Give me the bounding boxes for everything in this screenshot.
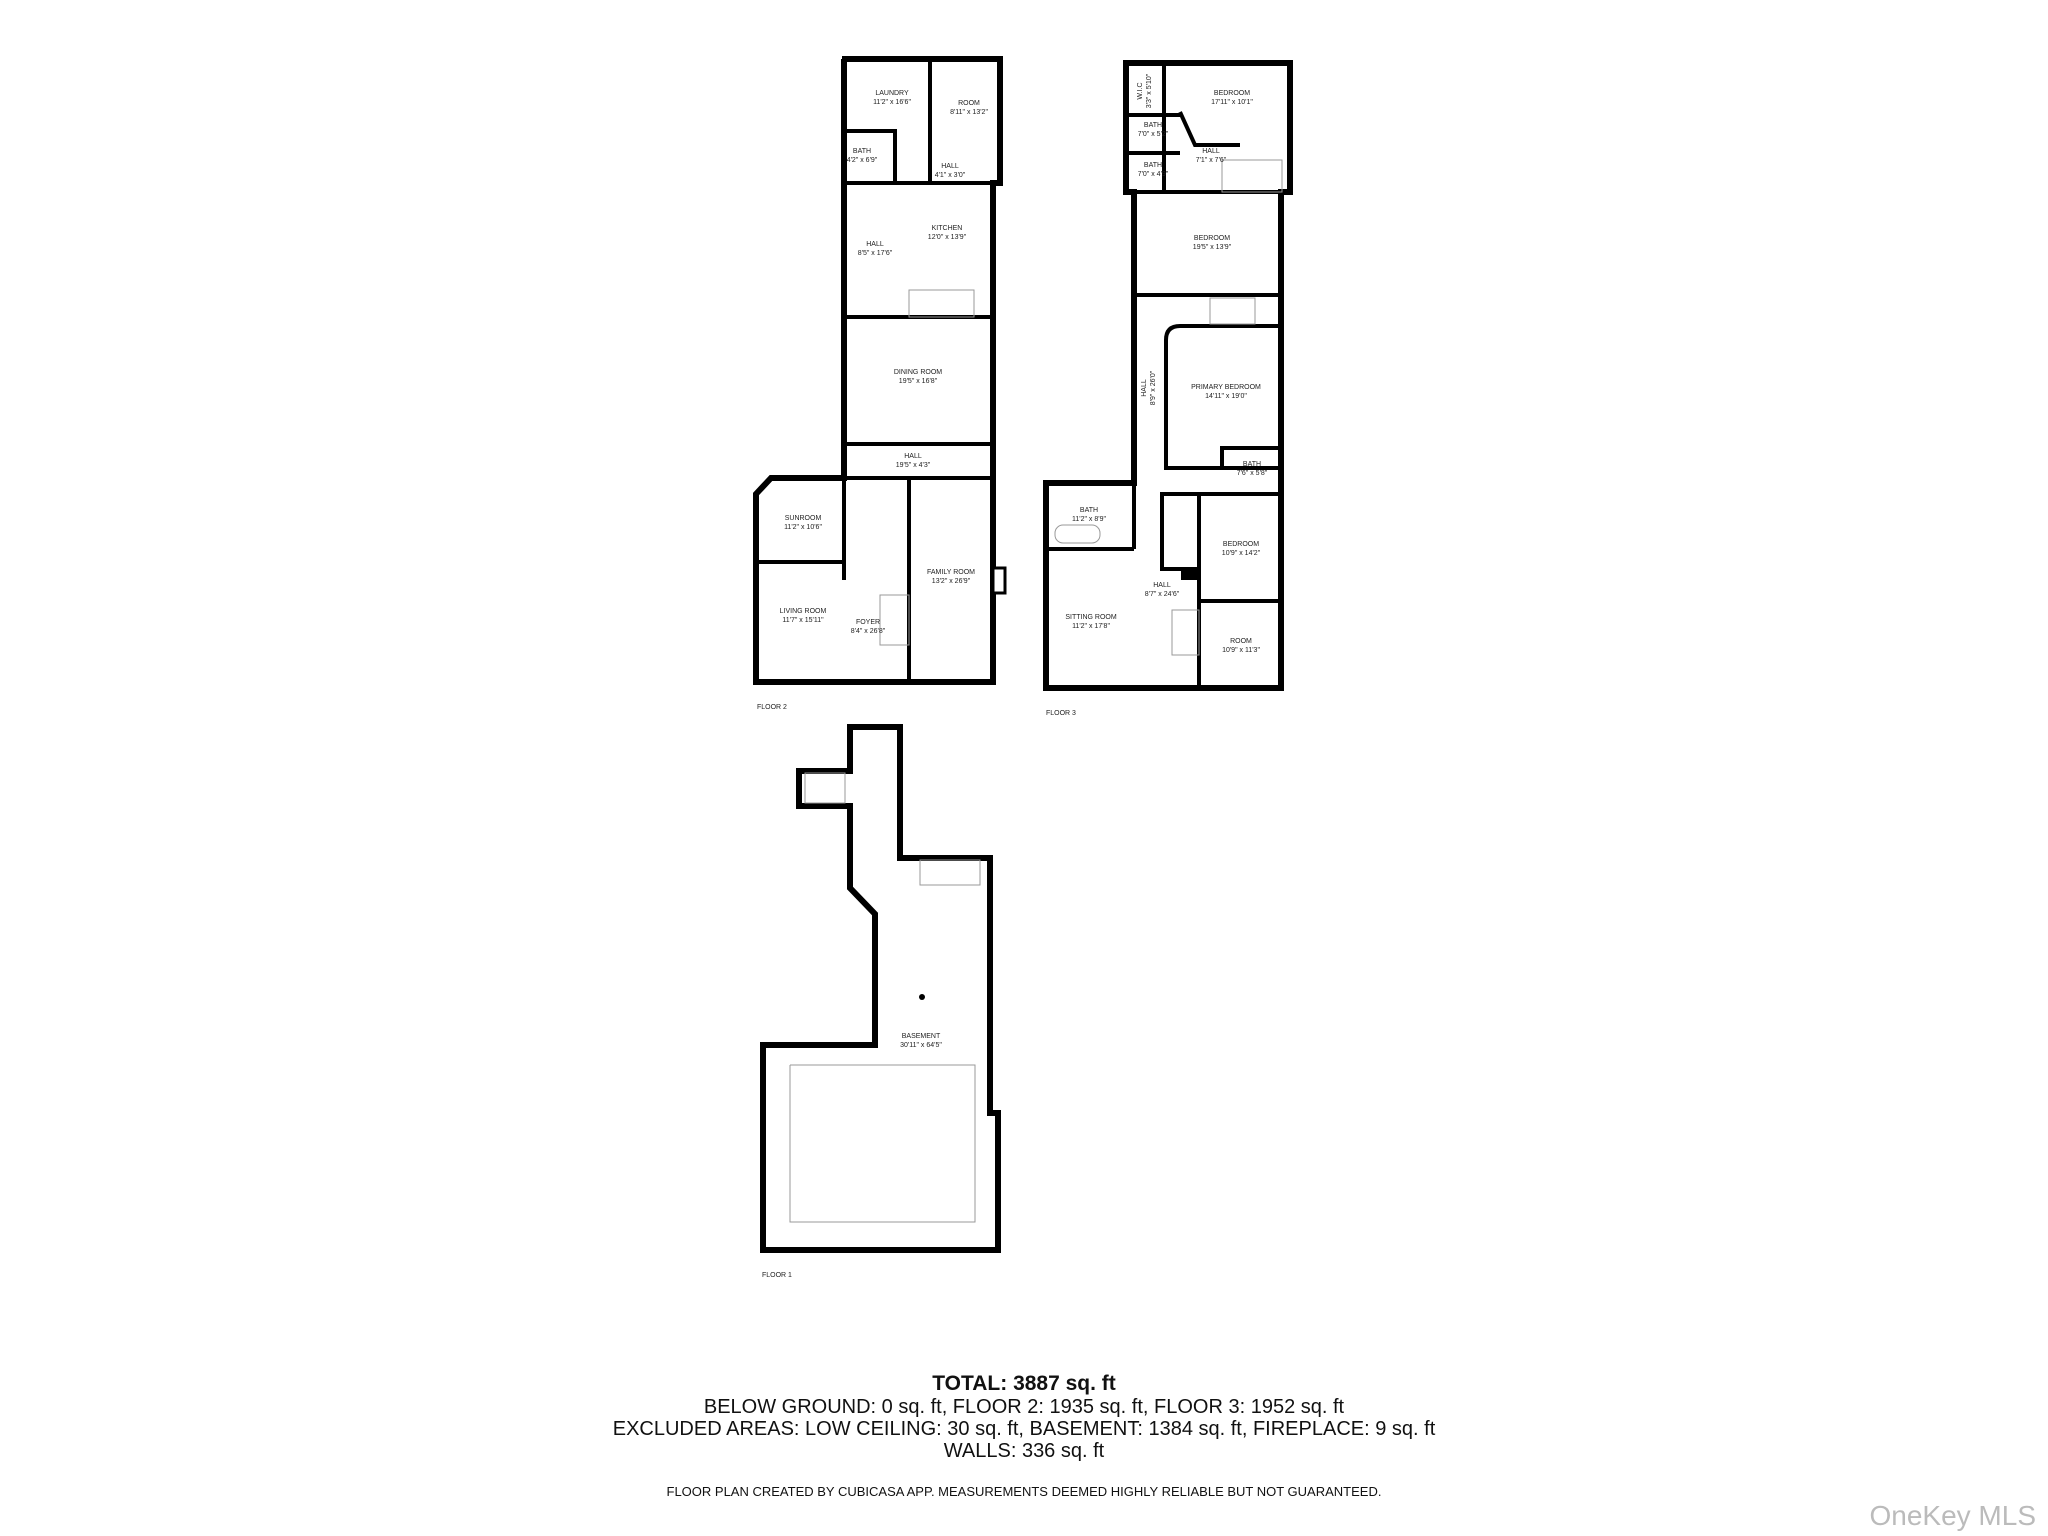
room-name-label: FOYER	[856, 619, 880, 626]
watermark-logo: OneKey MLS	[1869, 1500, 2036, 1531]
room-name-label: BEDROOM	[1223, 541, 1259, 548]
room-name-label: PRIMARY BEDROOM	[1191, 384, 1261, 391]
room-dimensions-label: 17'11" x 10'1"	[1211, 99, 1253, 106]
room-name-label: HALL	[1202, 148, 1220, 155]
stairs	[804, 772, 846, 804]
room-dimensions-label: 19'5" x 4'3"	[896, 462, 931, 469]
slab-outline	[789, 1064, 976, 1223]
room-dimensions-label: 19'5" x 13'9"	[1193, 244, 1232, 251]
room-dimensions-label: 8'5" x 17'6"	[858, 250, 893, 257]
room-dimensions-label: 11'7" x 15'11"	[782, 617, 824, 624]
room-name-label: DINING ROOM	[894, 369, 942, 376]
stairs	[1209, 297, 1256, 325]
bathtub	[1054, 524, 1101, 544]
room-dimensions-label: 30'11" x 64'5"	[900, 1042, 942, 1049]
stairs	[919, 859, 981, 886]
room-name-label: BASEMENT	[902, 1033, 941, 1040]
floor-areas: BELOW GROUND: 0 sq. ft, FLOOR 2: 1935 sq…	[703, 1396, 1345, 1418]
floor-3-outer-walls	[1043, 60, 1293, 691]
room-name-label: HALL	[1141, 379, 1148, 397]
stairs	[879, 594, 910, 646]
floor-3-label: FLOOR 3	[1046, 710, 1076, 717]
floor-1-outer-walls	[760, 724, 1001, 1253]
room-dimensions-label: 19'5" x 16'8"	[899, 378, 938, 385]
disclaimer: FLOOR PLAN CREATED BY CUBICASA APP. MEAS…	[666, 1484, 1382, 1499]
wall	[1178, 111, 1240, 147]
room-name-label: KITCHEN	[932, 225, 963, 232]
room-dimensions-label: 11'2" x 8'9"	[1072, 516, 1106, 523]
room-name-label: BEDROOM	[1214, 90, 1250, 97]
closet	[1160, 492, 1201, 571]
room-name-label: BATH	[1144, 162, 1162, 169]
room-dimensions-label: 10'9" x 11'3"	[1222, 647, 1260, 654]
wall	[1220, 446, 1281, 468]
room-dimensions-label: 8'11" x 13'2"	[950, 109, 988, 116]
room-dimensions-label: 11'2" x 16'6"	[873, 99, 911, 106]
room-dimensions-label: 8'9" x 26'0"	[1150, 370, 1157, 405]
room-name-label: ROOM	[958, 100, 980, 107]
stairs	[1171, 609, 1200, 656]
room-name-label: BATH	[1243, 461, 1261, 468]
room-name-label: LAUNDRY	[875, 90, 909, 97]
chimney	[1181, 570, 1197, 580]
room-name-label: HALL	[866, 241, 884, 248]
total-area: TOTAL: 3887 sq. ft	[932, 1372, 1116, 1395]
room-name-label: ROOM	[1230, 638, 1252, 645]
excluded-areas: EXCLUDED AREAS: LOW CEILING: 30 sq. ft, …	[612, 1418, 1436, 1440]
fireplace	[991, 566, 1007, 595]
room-dimensions-label: 7'1" x 7'6"	[1196, 157, 1227, 164]
floor-1-plan: BASEMENT 30'11" x 64'5" FLOOR 1	[760, 724, 1001, 1279]
room-dimensions-label: 7'0" x 4'9"	[1138, 171, 1169, 178]
room-name-label: BEDROOM	[1194, 235, 1230, 242]
room-name-label: FAMILY ROOM	[927, 569, 975, 576]
room-dimensions-label: 7'6" x 5'8"	[1237, 470, 1268, 477]
room-dimensions-label: 11'2" x 17'8"	[1072, 623, 1110, 630]
room-name-label: BATH	[1144, 122, 1162, 129]
room-name-label: SUNROOM	[785, 515, 822, 522]
room-dimensions-label: 14'11" x 19'0"	[1205, 393, 1247, 400]
room-dimensions-label: 8'7" x 24'6"	[1145, 591, 1180, 598]
room-name-label: SITTING ROOM	[1065, 614, 1117, 621]
room-dimensions-label: 8'4" x 26'8"	[851, 628, 886, 635]
room-name-label: HALL	[1153, 582, 1171, 589]
room-dimensions-label: 4'1" x 3'0"	[935, 172, 966, 179]
room-name-label: HALL	[904, 453, 922, 460]
wall	[844, 129, 897, 183]
support-post	[919, 994, 925, 1000]
floor-2-outer-walls	[753, 56, 1003, 685]
room-name-label: LIVING ROOM	[780, 608, 827, 615]
wall	[1164, 324, 1281, 470]
room-name-label: BATH	[1080, 507, 1098, 514]
room-dimensions-label: 11'2" x 10'6"	[784, 524, 822, 531]
room-dimensions-label: 12'0" x 13'9"	[928, 234, 967, 241]
floor-2-plan: LAUNDRY 11'2" x 16'6" ROOM 8'11" x 13'2"…	[753, 56, 1007, 711]
stairs	[908, 289, 975, 318]
room-dimensions-label: 4'2" x 6'9"	[847, 157, 878, 164]
room-dimensions-label: 10'9" x 14'2"	[1222, 550, 1261, 557]
floor-3-plan: W.I.C 3'3" x 5'10" BEDROOM 17'11" x 10'1…	[1043, 60, 1293, 717]
room-dimensions-label: 7'0" x 5'2"	[1138, 131, 1169, 138]
floor-1-label: FLOOR 1	[762, 1272, 792, 1279]
room-name-label: BATH	[853, 148, 871, 155]
room-dimensions-label: 13'2" x 26'9"	[932, 578, 971, 585]
room-name-label: W.I.C	[1137, 82, 1144, 99]
floor-2-label: FLOOR 2	[757, 704, 787, 711]
room-name-label: HALL	[941, 163, 959, 170]
walls-area: WALLS: 336 sq. ft	[943, 1440, 1105, 1462]
stairs	[1221, 159, 1283, 193]
room-dimensions-label: 3'3" x 5'10"	[1146, 73, 1153, 108]
